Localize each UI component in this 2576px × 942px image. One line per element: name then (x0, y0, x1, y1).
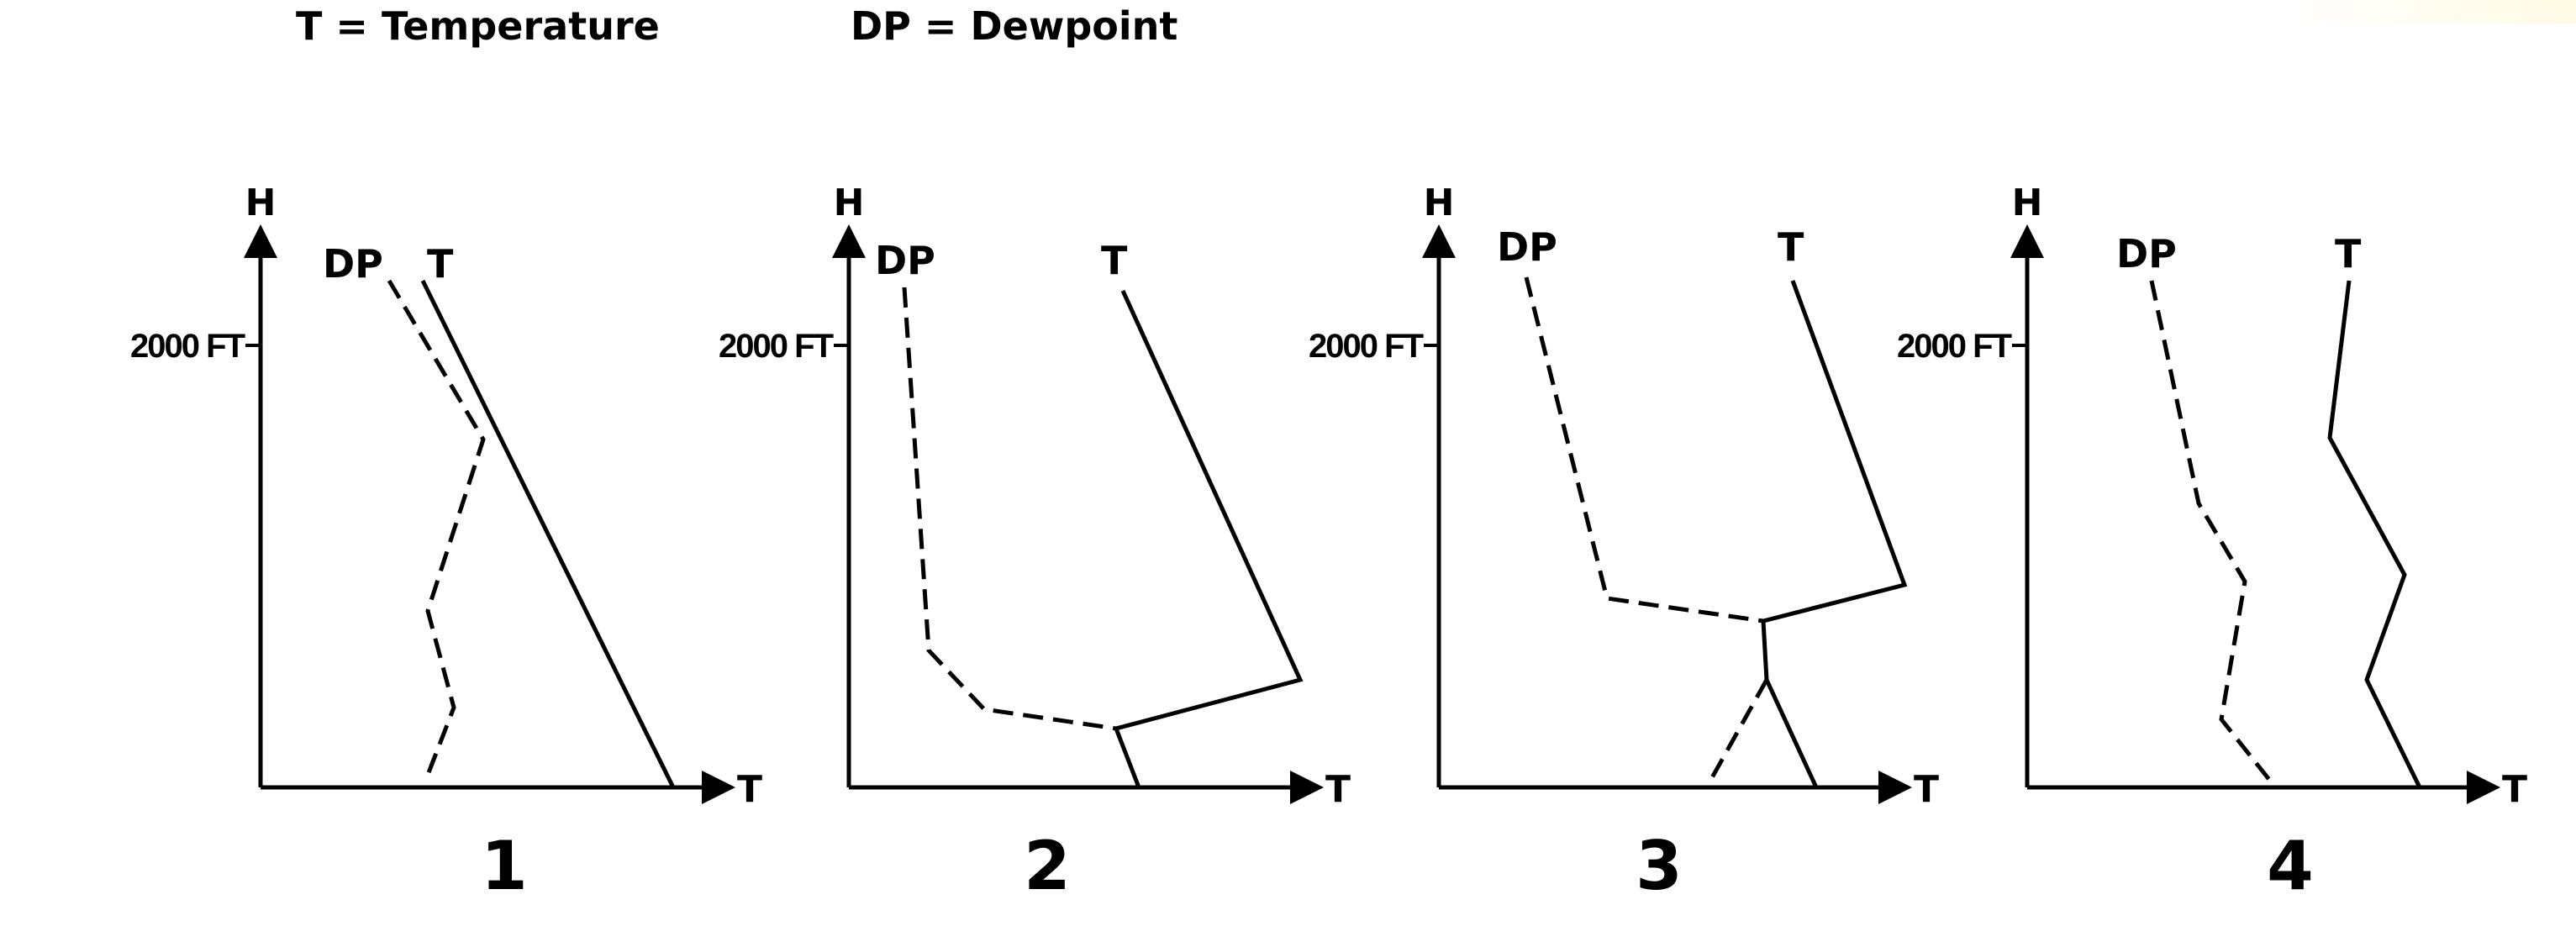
panel-4-dp-label: DP (2116, 231, 2177, 276)
panel-4: 2000 FT H T DP T 4 (1897, 182, 2527, 905)
panel-3-temperature-line (1761, 280, 1908, 789)
panel-3-tick-label: 2000 FT (1309, 328, 1424, 365)
legend: T = Temperature DP = Dewpoint (0, 3, 2576, 57)
corner-tint (2290, 0, 2576, 24)
panel-4-t-axis-label: T (2502, 768, 2527, 811)
panel-2-t-label: T (1101, 238, 1128, 283)
panel-3-dewpoint-lower-line (1708, 678, 1769, 782)
panel-1-dewpoint-line (387, 279, 486, 776)
panel-2-temperature-line (1113, 289, 1304, 788)
panel-1: 2000 FT H T DP T 1 (130, 182, 762, 905)
panel-4-dewpoint-line (2149, 280, 2272, 782)
panel-4-tick-label: 2000 FT (1897, 328, 2012, 365)
panel-4-temperature-line (2327, 280, 2422, 789)
dewpoint-legend: DP = Dewpoint (851, 3, 1178, 49)
panel-3-t-axis-label: T (1914, 768, 1939, 811)
panel-3-h-label: H (1424, 182, 1455, 224)
temperature-legend: T = Temperature (296, 3, 660, 49)
panel-1-h-label: H (245, 182, 277, 224)
panel-3-number: 3 (1636, 827, 1683, 905)
panel-2-t-axis-label: T (1325, 768, 1351, 811)
panel-3-dp-label: DP (1497, 224, 1557, 270)
panel-1-tick-label: 2000 FT (130, 328, 245, 365)
panel-2: 2000 FT H T DP T 2 (719, 182, 1351, 905)
panel-2-dewpoint-line (902, 287, 1117, 731)
panel-4-h-label: H (2012, 182, 2043, 224)
panel-4-t-label: T (2335, 231, 2362, 276)
panel-3-t-label: T (1778, 224, 1804, 270)
panel-3-dewpoint-upper-line (1524, 276, 1764, 624)
panel-2-number: 2 (1024, 827, 1071, 905)
panel-3: 2000 FT H T DP T 3 (1309, 182, 1939, 905)
panel-1-temperature-line (420, 279, 676, 789)
panel-1-t-axis-label: T (737, 768, 762, 811)
panel-1-dp-label: DP (323, 241, 383, 287)
panel-4-number: 4 (2267, 827, 2314, 905)
panel-1-t-label: T (427, 241, 454, 287)
panel-2-dp-label: DP (875, 238, 935, 283)
panel-1-number: 1 (481, 827, 528, 905)
panel-2-tick-label: 2000 FT (719, 328, 834, 365)
panel-2-h-label: H (834, 182, 865, 224)
